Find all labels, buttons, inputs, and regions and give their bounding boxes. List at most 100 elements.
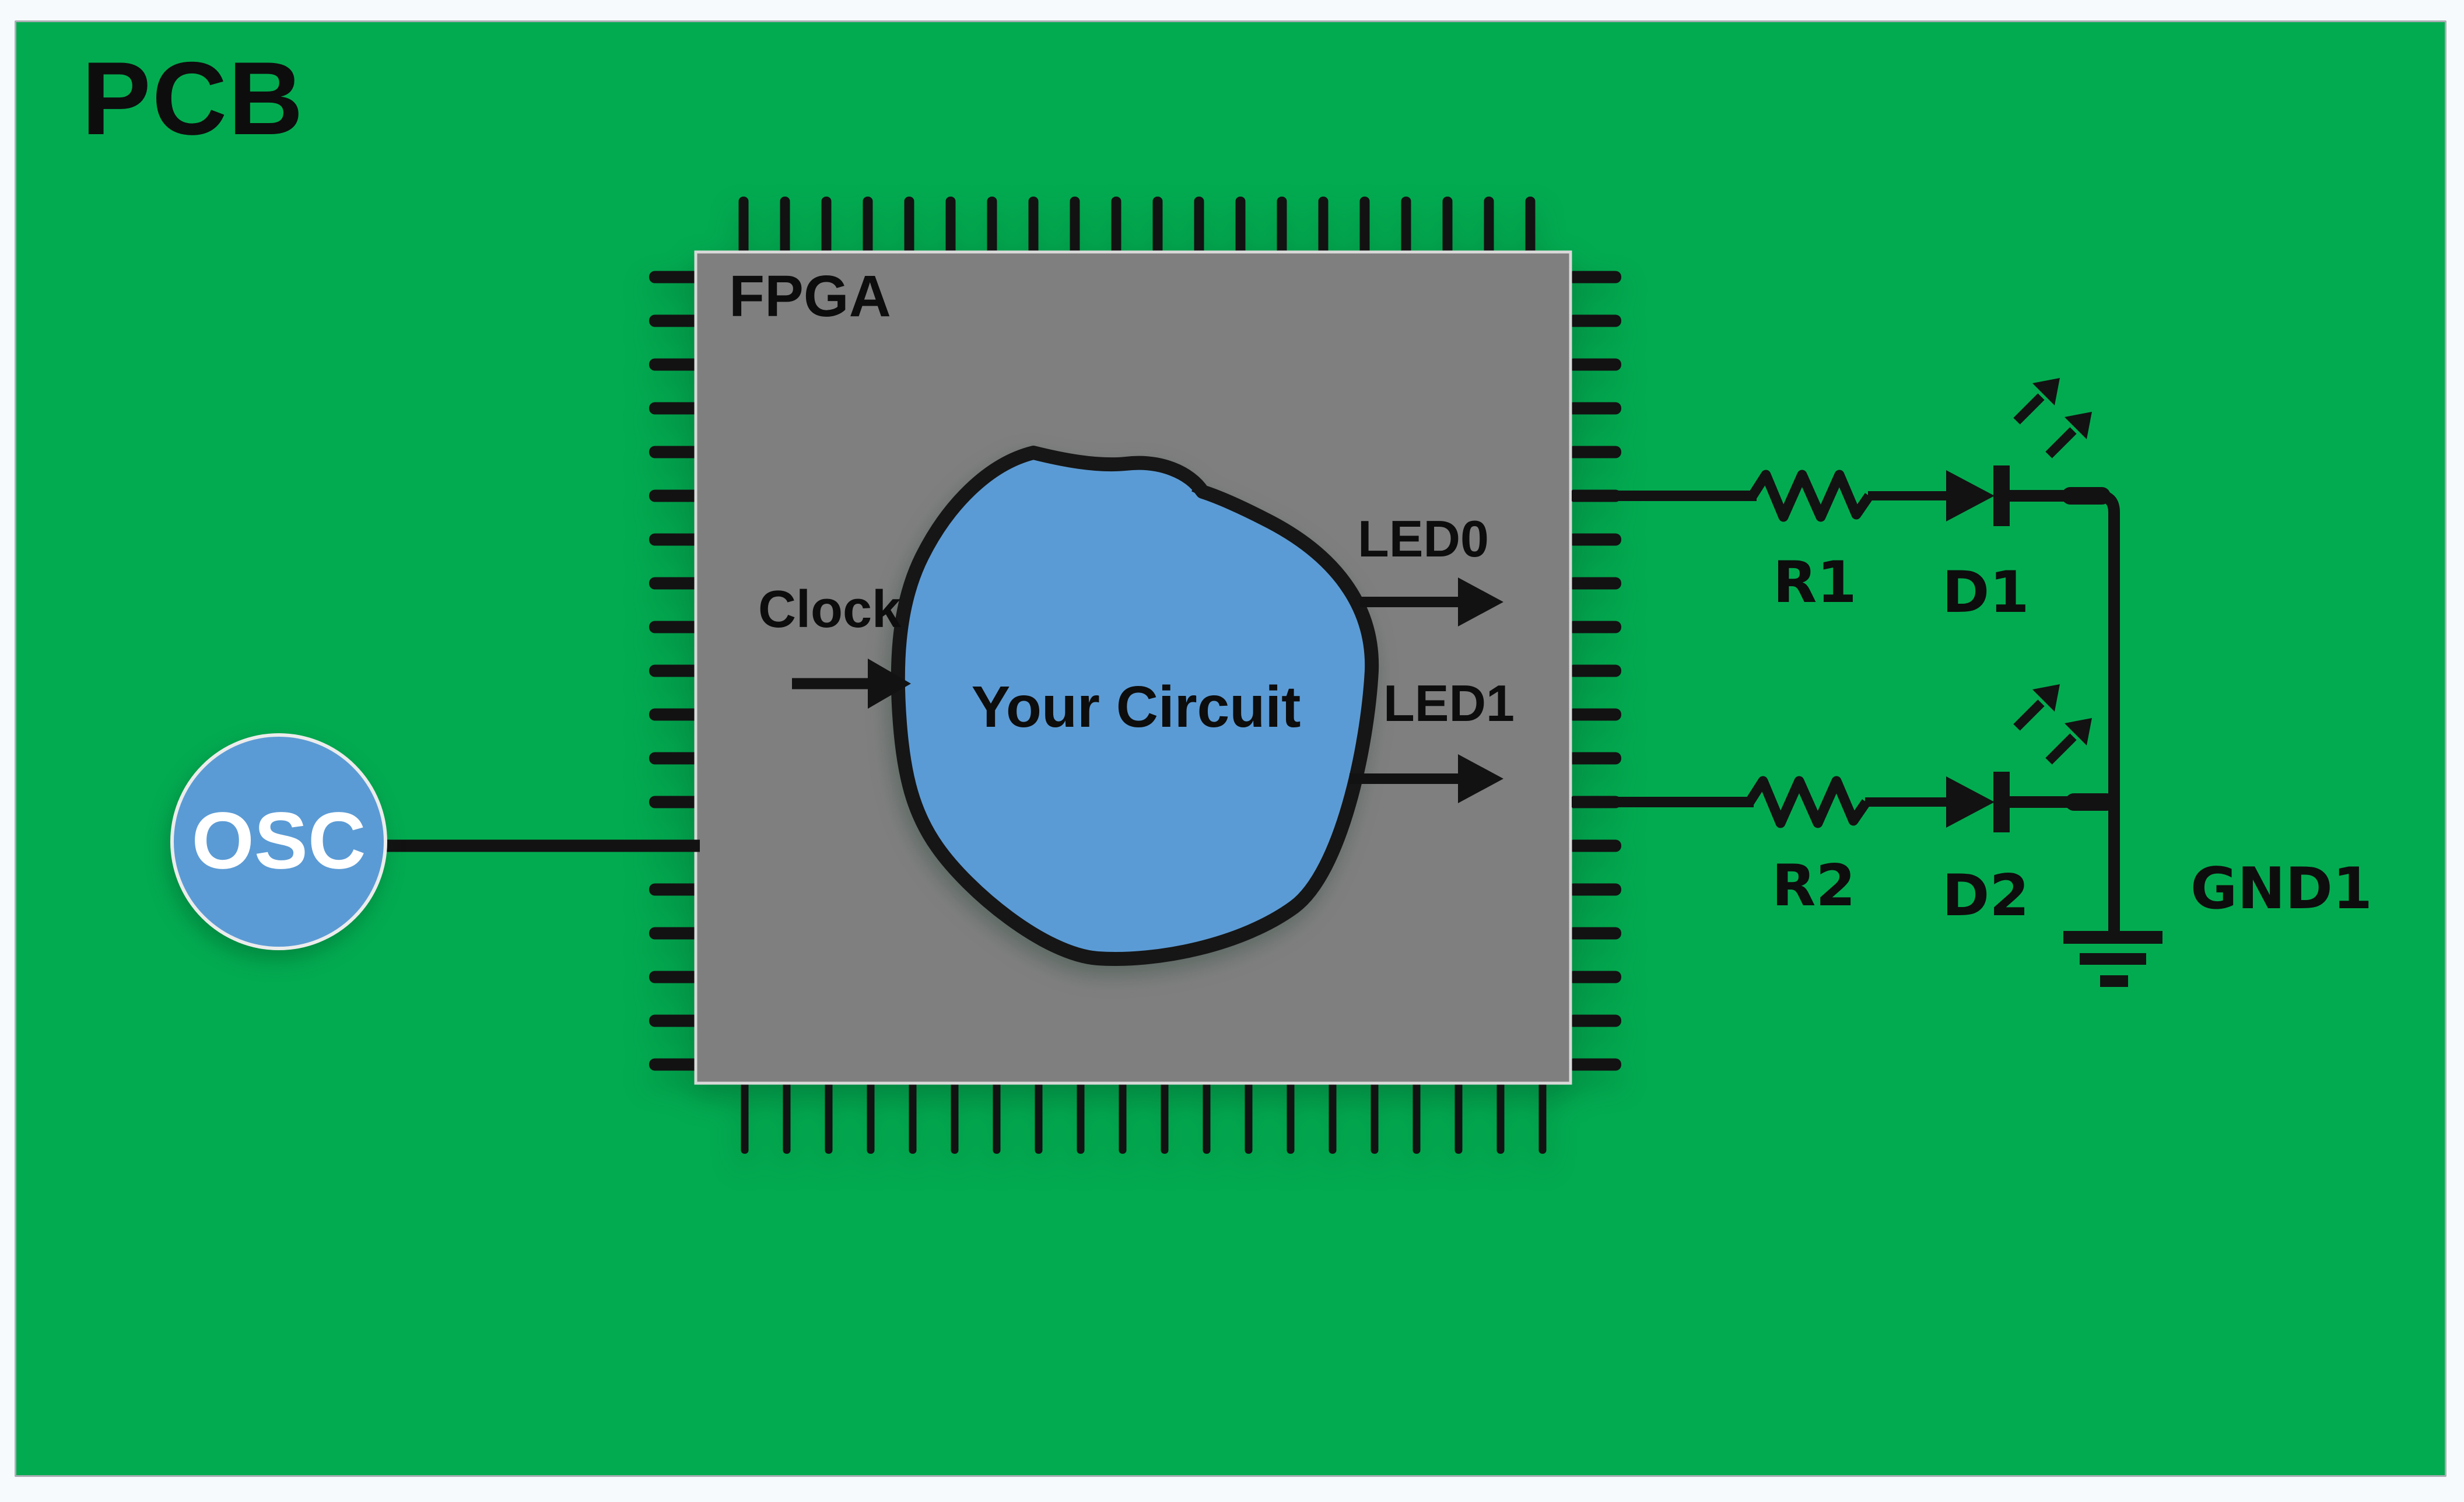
fpga-pin-left-3 xyxy=(649,402,703,415)
diode-d1-label: D1 xyxy=(1942,559,2030,626)
fpga-pin-right-6 xyxy=(1568,533,1621,546)
fpga-pin-right-13 xyxy=(1568,839,1621,852)
led-shine-arrows-d2 xyxy=(2013,684,2092,765)
resistor-r2-label: R2 xyxy=(1772,853,1856,919)
fpga-pin-left-12 xyxy=(649,796,703,808)
led0-signal-label: LED0 xyxy=(1358,510,1489,568)
fpga-pin-top-15 xyxy=(1359,197,1370,260)
fpga-pin-top-14 xyxy=(1318,197,1329,260)
led0-arrow xyxy=(1360,577,1503,626)
diode-d2-label: D2 xyxy=(1942,863,2030,929)
fpga-pin-bottom-8 xyxy=(1077,1076,1085,1154)
fpga-pin-right-11 xyxy=(1568,752,1621,765)
fpga-pin-bottom-5 xyxy=(951,1076,959,1154)
oscillator xyxy=(170,733,387,950)
led1-arrow xyxy=(1350,754,1503,803)
fpga-pin-left-15 xyxy=(649,927,703,940)
fpga-pin-left-7 xyxy=(649,577,703,590)
oscillator-label: OSC xyxy=(191,796,366,886)
led0-arrowhead xyxy=(1458,577,1503,626)
ground-bar-1 xyxy=(2063,931,2162,944)
fpga-pin-bottom-12 xyxy=(1245,1076,1253,1154)
fpga-pin-top-0 xyxy=(738,197,749,260)
fpga-pin-left-18 xyxy=(649,1058,703,1071)
fpga-pin-bottom-10 xyxy=(1161,1076,1169,1154)
fpga-pin-right-3 xyxy=(1568,402,1621,415)
fpga-pin-left-5 xyxy=(649,489,703,502)
led1-trace xyxy=(1572,772,2120,832)
fpga-pin-bottom-16 xyxy=(1412,1076,1421,1154)
fpga-pin-bottom-3 xyxy=(867,1076,875,1154)
fpga-pin-bottom-6 xyxy=(993,1076,1001,1154)
fpga-pin-right-2 xyxy=(1568,358,1621,371)
clock-arrow xyxy=(792,659,911,709)
led1-signal-label: LED1 xyxy=(1383,674,1515,732)
fpga-pin-left-8 xyxy=(649,621,703,633)
circuit-blob xyxy=(891,446,1379,966)
fpga-pin-top-8 xyxy=(1070,197,1080,260)
fpga-pin-bottom-11 xyxy=(1203,1076,1211,1154)
ground-bar-2 xyxy=(2080,953,2146,965)
fpga-pin-top-1 xyxy=(780,197,790,260)
fpga-pin-bottom-18 xyxy=(1496,1076,1505,1154)
fpga-pin-top-3 xyxy=(863,197,873,260)
fpga-pin-right-10 xyxy=(1568,708,1621,721)
fpga-pin-right-18 xyxy=(1568,1058,1621,1071)
fpga-pin-top-17 xyxy=(1442,197,1453,260)
fpga-pin-top-5 xyxy=(945,197,956,260)
fpga-pin-left-6 xyxy=(649,533,703,546)
fpga-pin-bottom-14 xyxy=(1329,1076,1337,1154)
fpga-pin-left-2 xyxy=(649,358,703,371)
fpga-pin-left-1 xyxy=(649,314,703,327)
fpga-pin-left-0 xyxy=(649,271,703,283)
fpga-pin-right-15 xyxy=(1568,927,1621,940)
fpga-pin-left-10 xyxy=(649,708,703,721)
fpga-pin-left-4 xyxy=(649,446,703,458)
fpga-pin-right-8 xyxy=(1568,621,1621,633)
fpga-pin-left-9 xyxy=(649,664,703,677)
fpga-pin-right-14 xyxy=(1568,883,1621,896)
diode-d2-symbol xyxy=(1946,776,1995,828)
fpga-pin-top-19 xyxy=(1525,197,1536,260)
fpga-pin-bottom-13 xyxy=(1287,1076,1295,1154)
fpga-pin-bottom-17 xyxy=(1454,1076,1463,1154)
led1-arrowhead xyxy=(1458,754,1503,803)
fpga-pin-top-6 xyxy=(987,197,997,260)
fpga-pin-top-12 xyxy=(1235,197,1246,260)
fpga-pin-left-17 xyxy=(649,1014,703,1027)
oscillator-circle xyxy=(170,733,387,950)
fpga-pin-bottom-19 xyxy=(1538,1076,1547,1154)
diode-d2-cathode-bar xyxy=(1993,772,2010,832)
board-title: PCB xyxy=(82,40,304,156)
fpga-pin-right-4 xyxy=(1568,446,1621,458)
fpga-pin-top-7 xyxy=(1028,197,1039,260)
fpga-pin-top-4 xyxy=(904,197,914,260)
led0-trace xyxy=(1572,465,2120,932)
fpga-pin-bottom-2 xyxy=(825,1076,833,1154)
fpga-pin-bottom-4 xyxy=(909,1076,917,1154)
fpga-pin-top-2 xyxy=(821,197,832,260)
led-shine-arrows-d1 xyxy=(2013,378,2092,458)
fpga-pin-bottom-1 xyxy=(783,1076,791,1154)
clock-signal-label: Clock xyxy=(758,580,902,639)
fpga-pin-bottom-15 xyxy=(1371,1076,1379,1154)
fpga-pin-right-7 xyxy=(1568,577,1621,590)
fpga-label: FPGA xyxy=(729,264,891,329)
resistor-r2-symbol xyxy=(1745,776,1871,828)
fpga-pin-right-1 xyxy=(1568,314,1621,327)
ground-symbol xyxy=(2063,931,2162,987)
fpga-pin-bottom-7 xyxy=(1035,1076,1043,1154)
fpga-pin-top-11 xyxy=(1194,197,1204,260)
fpga-pin-right-9 xyxy=(1568,664,1621,677)
diode-d1-symbol xyxy=(1946,470,1995,521)
fpga-pin-right-0 xyxy=(1568,271,1621,283)
ground-bar-3 xyxy=(2100,975,2128,987)
fpga-pin-top-9 xyxy=(1111,197,1121,260)
fpga-pin-bottom-0 xyxy=(741,1076,749,1154)
fpga-pin-left-16 xyxy=(649,971,703,983)
fpga-pin-top-10 xyxy=(1152,197,1163,260)
fpga-pin-bottom-9 xyxy=(1119,1076,1127,1154)
resistor-r1-label: R1 xyxy=(1773,549,1857,616)
